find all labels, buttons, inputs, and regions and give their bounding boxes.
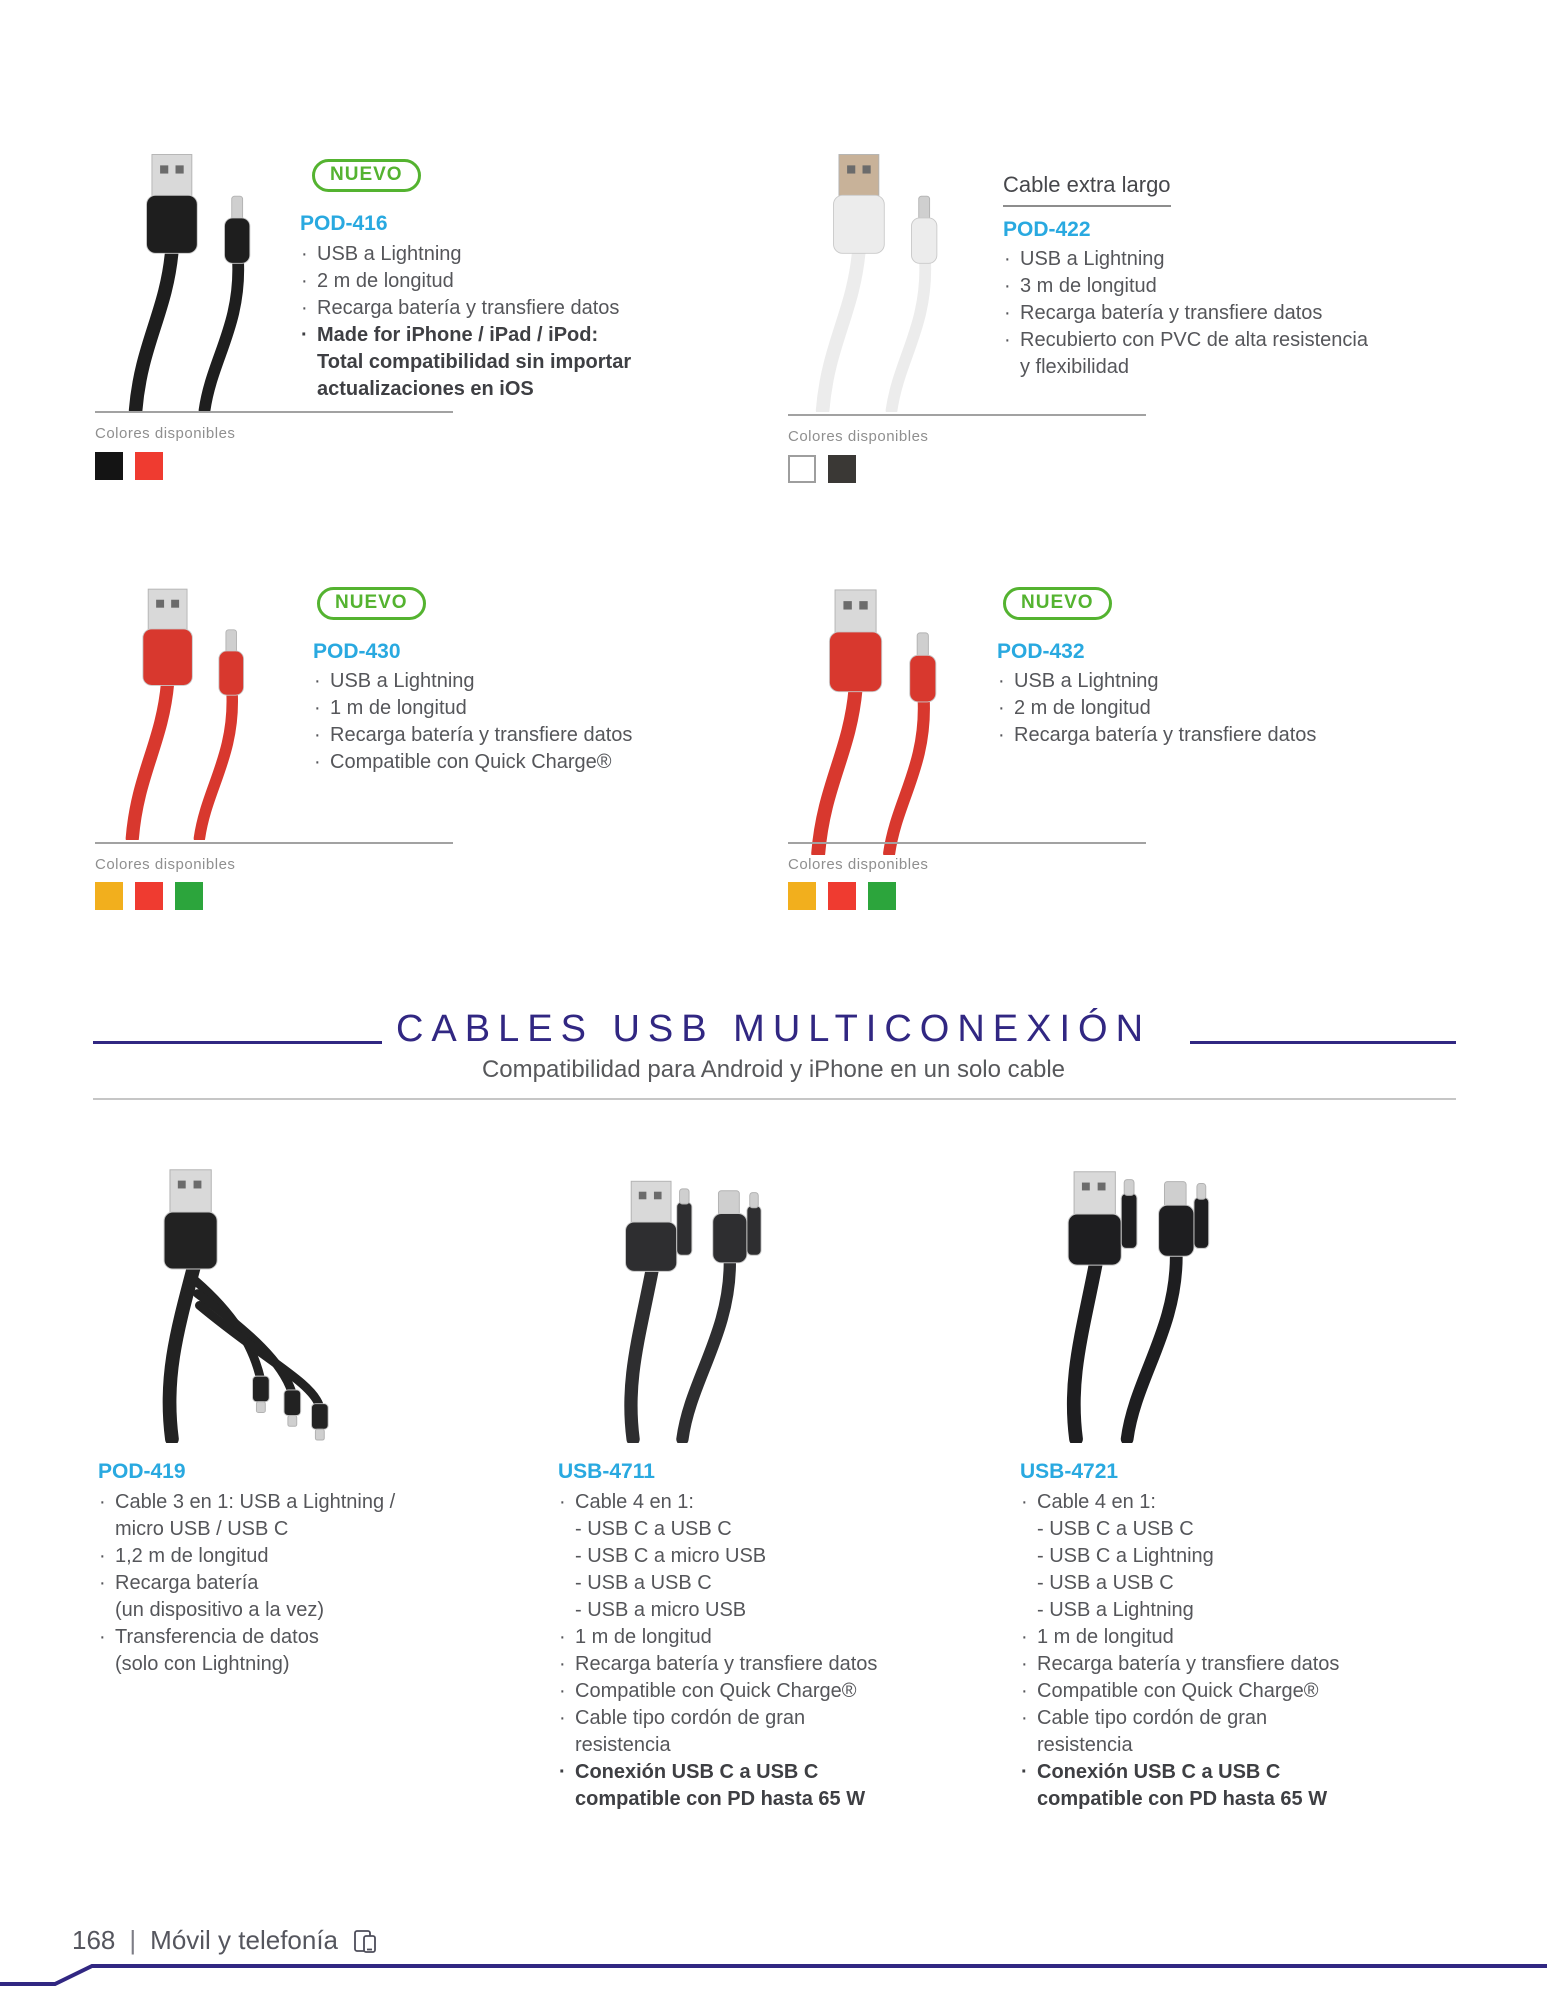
product-photo-pod-416	[85, 140, 315, 412]
spec-item: - USB a USB C	[575, 1572, 712, 1594]
colors-available-label: Colores disponibles	[788, 856, 929, 873]
product-photo-usb-4721	[1005, 1158, 1265, 1443]
product-code: USB-4721	[1020, 1460, 1119, 1483]
product-heading: Cable extra largo	[1003, 172, 1171, 207]
image-divider	[95, 411, 453, 413]
spec-item: Compatible con Quick Charge®	[1020, 1678, 1400, 1705]
spec-item: Transferencia de datos (solo con Lightni…	[98, 1624, 468, 1678]
product-code: POD-419	[98, 1460, 186, 1483]
section-rule-right	[1190, 1041, 1456, 1044]
footer: 168 | Móvil y telefonía	[72, 1925, 380, 1956]
new-badge: NUEVO	[317, 587, 426, 620]
spec-item: Compatible con Quick Charge®	[313, 749, 743, 776]
product-photo-pod-430	[85, 575, 305, 840]
product-code: POD-416	[300, 212, 388, 235]
color-swatch	[135, 452, 163, 480]
spec-item: - USB C a USB C	[575, 1518, 732, 1540]
color-swatches	[788, 882, 896, 910]
page-number: 168	[72, 1925, 116, 1955]
spec-item: Recarga batería y transfiere datos	[1003, 300, 1443, 327]
spec-item: USB a Lightning	[1003, 246, 1443, 273]
footer-section-name: Móvil y telefonía	[150, 1925, 339, 1955]
spec-item: Cable 4 en 1:	[558, 1489, 938, 1516]
product-code: USB-4711	[558, 1460, 655, 1483]
product-code: POD-430	[313, 640, 401, 663]
color-swatch	[175, 882, 203, 910]
product-code: POD-422	[1003, 218, 1091, 241]
spec-item: 2 m de longitud	[997, 695, 1427, 722]
image-divider	[788, 414, 1146, 416]
product-photo-pod-422	[772, 140, 1002, 412]
section-rule-left	[93, 1041, 382, 1044]
spec-item: USB a Lightning	[997, 668, 1427, 695]
image-divider	[95, 842, 453, 844]
spec-item: 1 m de longitud	[313, 695, 743, 722]
colors-available-label: Colores disponibles	[95, 856, 236, 873]
spec-item: Conexión USB C a USB C compatible con PD…	[1020, 1759, 1400, 1813]
spec-item: Recarga batería y transfiere datos	[300, 295, 730, 322]
section-subtitle: Compatibilidad para Android y iPhone en …	[481, 1056, 1066, 1083]
spec-item: Recarga batería y transfiere datos	[558, 1651, 938, 1678]
spec-item: 3 m de longitud	[1003, 273, 1443, 300]
color-swatch	[828, 455, 856, 483]
spec-item: Recubierto con PVC de alta resistencia y…	[1003, 327, 1443, 381]
product-specs: Cable 3 en 1: USB a Lightning / micro US…	[98, 1489, 468, 1678]
product-specs: USB a Lightning2 m de longitudRecarga ba…	[300, 241, 730, 403]
section-title: CABLES USB MULTICONEXIÓN	[395, 1008, 1152, 1050]
color-swatches	[788, 455, 856, 483]
spec-item: 2 m de longitud	[300, 268, 730, 295]
spec-item: Cable tipo cordón de gran resistencia	[558, 1705, 938, 1759]
spec-item: Made for iPhone / iPad / iPod: Total com…	[300, 322, 730, 403]
color-swatch	[95, 882, 123, 910]
colors-available-label: Colores disponibles	[788, 428, 929, 445]
spec-item: - USB a micro USB	[575, 1599, 747, 1621]
spec-item: USB a Lightning	[313, 668, 743, 695]
product-photo-pod-432	[772, 575, 997, 855]
color-swatch	[788, 882, 816, 910]
spec-item: - USB C a micro USB	[575, 1545, 767, 1567]
product-code: POD-432	[997, 640, 1085, 663]
spec-item: Recarga batería (un dispositivo a la vez…	[98, 1570, 468, 1624]
spec-item: Cable 3 en 1: USB a Lightning / micro US…	[98, 1489, 468, 1543]
product-specs: USB a Lightning1 m de longitudRecarga ba…	[313, 668, 743, 776]
image-divider	[788, 842, 1146, 844]
spec-item: - USB a USB C	[1037, 1572, 1174, 1594]
product-specs: USB a Lightning2 m de longitudRecarga ba…	[997, 668, 1427, 749]
new-badge: NUEVO	[1003, 587, 1112, 620]
spec-item: 1 m de longitud	[1020, 1624, 1400, 1651]
spec-item: - USB C a Lightning	[1037, 1545, 1214, 1567]
section-separator-rule	[93, 1098, 1456, 1100]
footer-separator: |	[129, 1925, 137, 1955]
product-specs: USB a Lightning3 m de longitudRecarga ba…	[1003, 246, 1443, 381]
color-swatch	[95, 452, 123, 480]
color-swatch	[868, 882, 896, 910]
spec-item: 1,2 m de longitud	[98, 1543, 468, 1570]
spec-item: Compatible con Quick Charge®	[558, 1678, 938, 1705]
spec-item: Cable 4 en 1:	[1020, 1489, 1400, 1516]
spec-item: USB a Lightning	[300, 241, 730, 268]
mobile-devices-icon	[354, 1929, 376, 1953]
spec-item: 1 m de longitud	[558, 1624, 938, 1651]
product-photo-pod-419	[100, 1158, 350, 1443]
color-swatch	[135, 882, 163, 910]
spec-item: - USB C a USB C	[1037, 1518, 1194, 1540]
product-specs: Cable 4 en 1:- USB C a USB C - USB C a mi…	[558, 1489, 938, 1813]
spec-item: Conexión USB C a USB C compatible con PD…	[558, 1759, 938, 1813]
color-swatch	[788, 455, 816, 483]
spec-item: Recarga batería y transfiere datos	[313, 722, 743, 749]
spec-item: Cable tipo cordón de gran resistencia	[1020, 1705, 1400, 1759]
colors-available-label: Colores disponibles	[95, 425, 236, 442]
new-badge: NUEVO	[312, 159, 421, 192]
spec-item: - USB a Lightning	[1037, 1599, 1194, 1621]
spec-item: Recarga batería y transfiere datos	[997, 722, 1427, 749]
product-photo-usb-4711	[565, 1168, 815, 1443]
color-swatches	[95, 882, 203, 910]
color-swatches	[95, 452, 163, 480]
product-specs: Cable 4 en 1:- USB C a USB C - USB C a Li…	[1020, 1489, 1400, 1813]
color-swatch	[828, 882, 856, 910]
spec-item: Recarga batería y transfiere datos	[1020, 1651, 1400, 1678]
footer-swoosh-rule	[0, 1964, 1547, 1986]
